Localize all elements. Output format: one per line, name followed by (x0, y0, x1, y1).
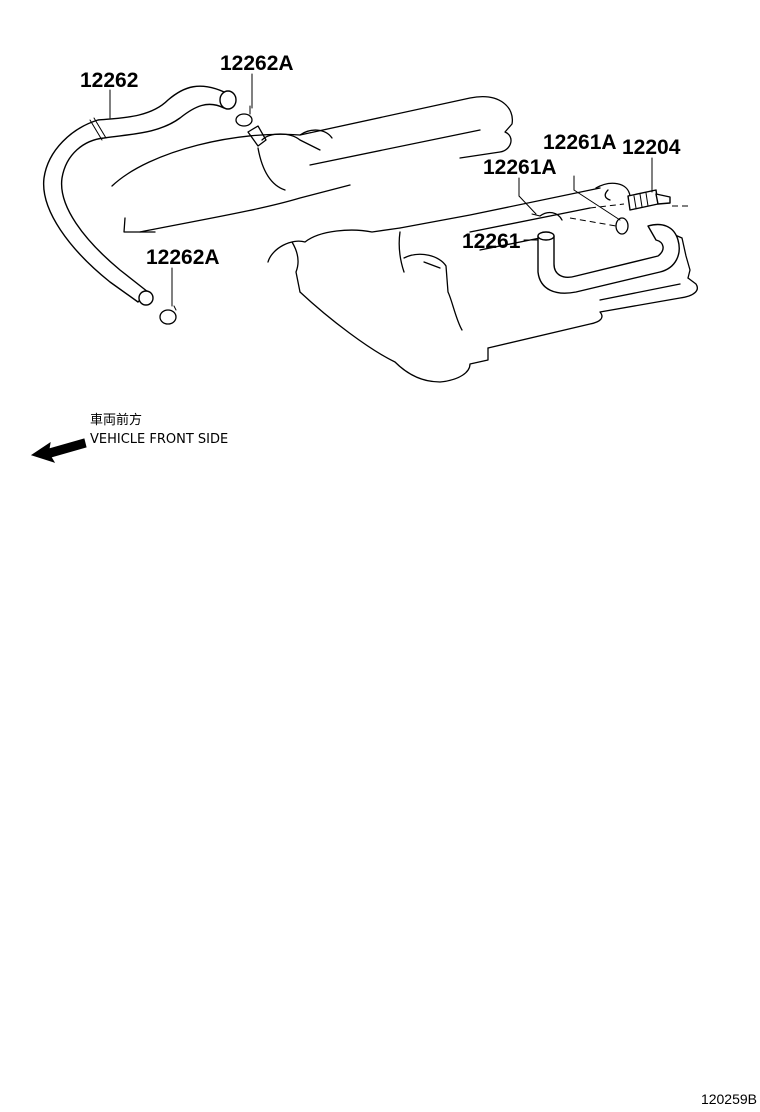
clamp-12262A-upper (235, 105, 253, 127)
label-12204: 12204 (622, 136, 681, 159)
direction-label-en: VEHICLE FRONT SIDE (90, 432, 228, 447)
leader-lines (109, 73, 653, 307)
label-12261A-right: 12261A (543, 131, 617, 154)
direction-arrow-icon (30, 438, 87, 463)
label-12262A-upper: 12262A (220, 52, 294, 75)
label-12261: 12261 (462, 230, 521, 253)
breather-pipe (247, 125, 267, 147)
clamp-12261A-right (615, 217, 629, 235)
direction-label-jp: 車両前方 (90, 412, 142, 428)
hose-12261 (537, 223, 680, 294)
leader-valve (569, 203, 690, 227)
engine-outline (111, 96, 698, 383)
pcv-valve-12204 (627, 189, 671, 211)
clamp-12262A-lower (159, 305, 177, 325)
label-12262: 12262 (80, 69, 138, 92)
clamp-12261A-middle (531, 211, 563, 221)
drawing-id: 120259B (701, 1091, 757, 1107)
hose-12262 (42, 85, 237, 306)
label-12261A-middle: 12261A (483, 156, 557, 179)
label-12262A-lower: 12262A (146, 246, 220, 269)
